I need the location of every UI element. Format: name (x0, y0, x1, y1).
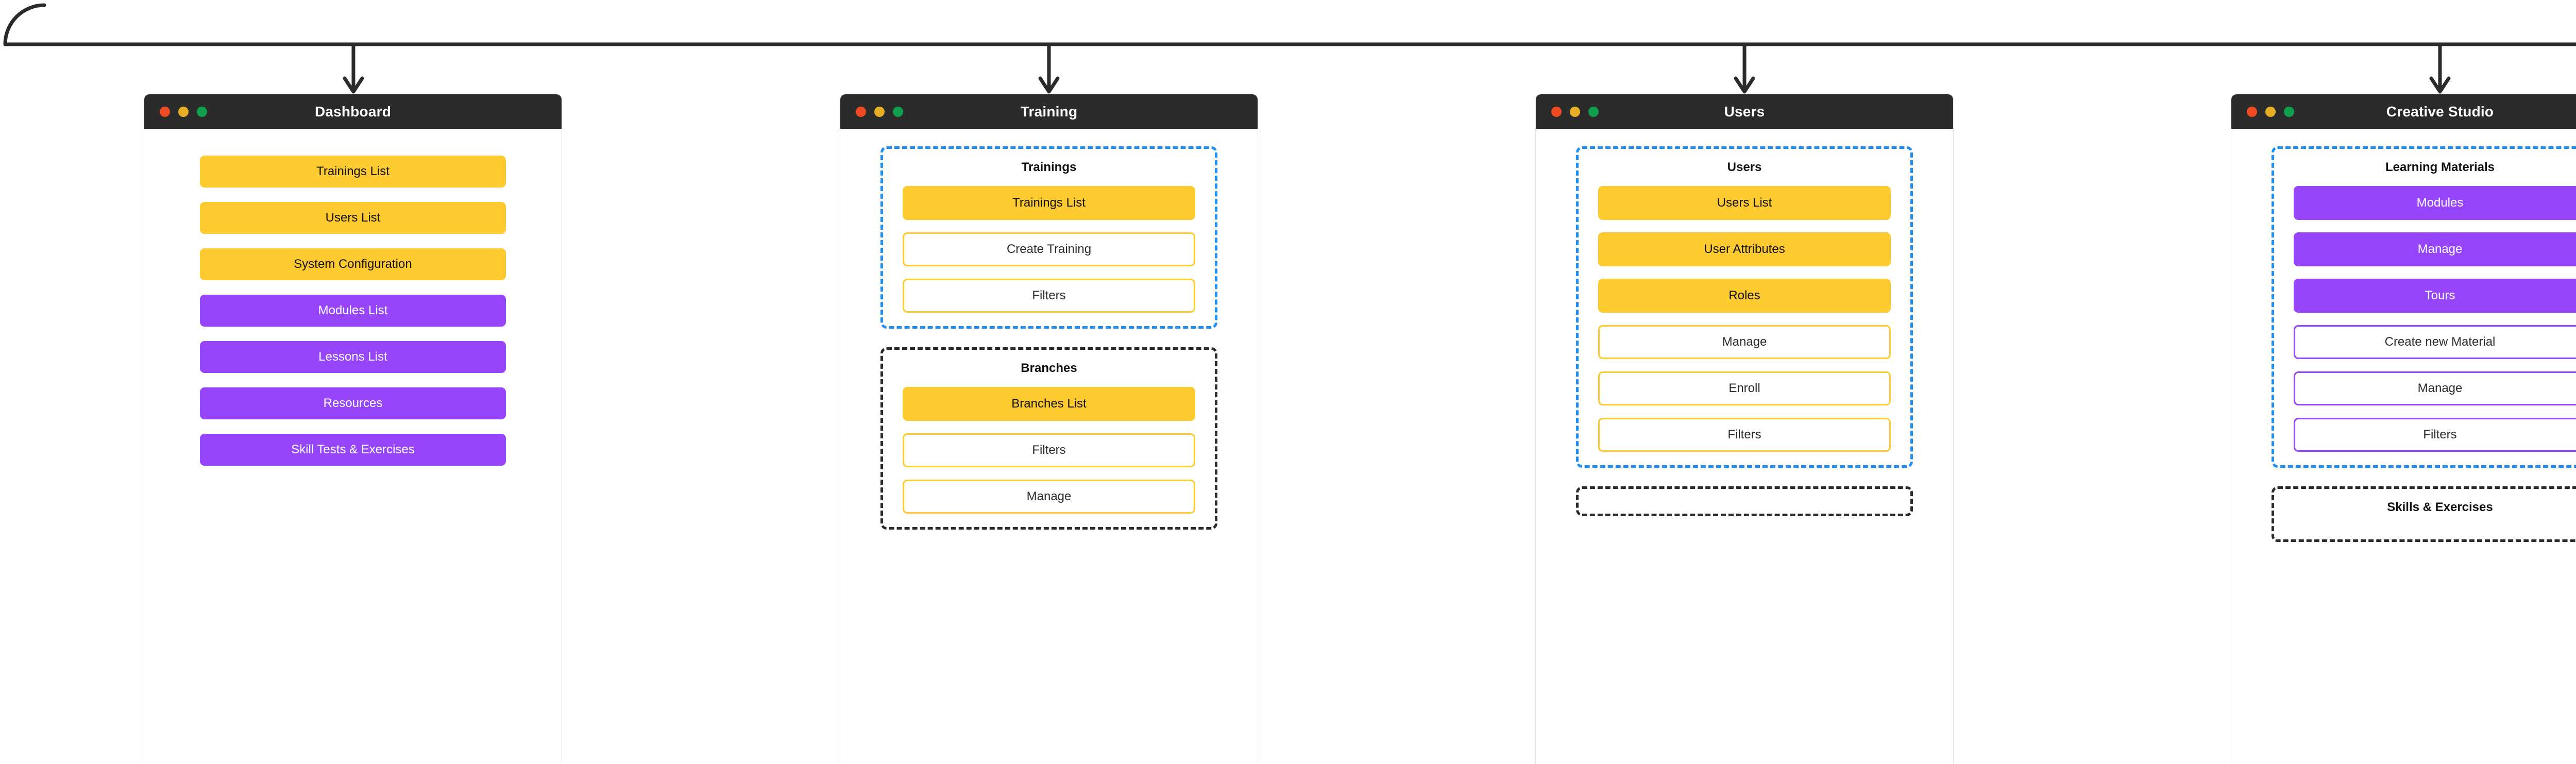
button-manage[interactable]: Manage (903, 480, 1195, 514)
button-modules[interactable]: Modules (2294, 186, 2576, 220)
group-box (1576, 486, 1913, 516)
button-create-new-material[interactable]: Create new Material (2294, 325, 2576, 359)
maximize-icon[interactable] (1588, 106, 1599, 117)
button-trainings-list[interactable]: Trainings List (903, 186, 1195, 220)
group-title: Skills & Exercises (2387, 500, 2493, 514)
minimize-icon[interactable] (1570, 106, 1580, 117)
button-filters[interactable]: Filters (903, 433, 1195, 467)
minimize-icon[interactable] (2265, 106, 2276, 117)
traffic-lights (2247, 106, 2294, 117)
close-icon[interactable] (160, 106, 170, 117)
button-users-list[interactable]: Users List (200, 202, 506, 234)
group-box-skills-exercises: Skills & Exercises (2272, 486, 2576, 542)
traffic-lights (160, 106, 207, 117)
button-trainings-list[interactable]: Trainings List (200, 156, 506, 188)
button-manage[interactable]: Manage (1598, 325, 1891, 359)
button-resources[interactable]: Resources (200, 387, 506, 419)
group-title: Users (1727, 160, 1762, 174)
traffic-lights (856, 106, 903, 117)
minimize-icon[interactable] (178, 106, 189, 117)
group-title: Learning Materials (2385, 160, 2495, 174)
button-filters[interactable]: Filters (903, 279, 1195, 313)
window-titlebar[interactable]: Creative Studio (2231, 94, 2576, 129)
close-icon[interactable] (2247, 106, 2257, 117)
button-enroll[interactable]: Enroll (1598, 371, 1891, 405)
button-branches-list[interactable]: Branches List (903, 387, 1195, 421)
button-modules-list[interactable]: Modules List (200, 295, 506, 327)
button-user-attributes[interactable]: User Attributes (1598, 232, 1891, 266)
maximize-icon[interactable] (2284, 106, 2294, 117)
button-manage[interactable]: Manage (2294, 232, 2576, 266)
maximize-icon[interactable] (893, 106, 903, 117)
button-lessons-list[interactable]: Lessons List (200, 341, 506, 373)
button-system-configuration[interactable]: System Configuration (200, 248, 506, 280)
maximize-icon[interactable] (197, 106, 207, 117)
window-titlebar[interactable]: Dashboard (144, 94, 562, 129)
button-tours[interactable]: Tours (2294, 279, 2576, 313)
button-roles[interactable]: Roles (1598, 279, 1891, 313)
button-filters[interactable]: Filters (1598, 418, 1891, 452)
button-users-list[interactable]: Users List (1598, 186, 1891, 220)
button-filters[interactable]: Filters (2294, 418, 2576, 452)
button-create-training[interactable]: Create Training (903, 232, 1195, 266)
minimize-icon[interactable] (874, 106, 885, 117)
traffic-lights (1551, 106, 1599, 117)
button-manage[interactable]: Manage (2294, 371, 2576, 405)
window-titlebar[interactable]: Training (840, 94, 1258, 129)
group-title: Trainings (1021, 160, 1077, 174)
group-title: Branches (1021, 361, 1077, 375)
close-icon[interactable] (856, 106, 866, 117)
close-icon[interactable] (1551, 106, 1562, 117)
button-skill-tests-exercises[interactable]: Skill Tests & Exercises (200, 434, 506, 466)
window-titlebar[interactable]: Users (1536, 94, 1953, 129)
